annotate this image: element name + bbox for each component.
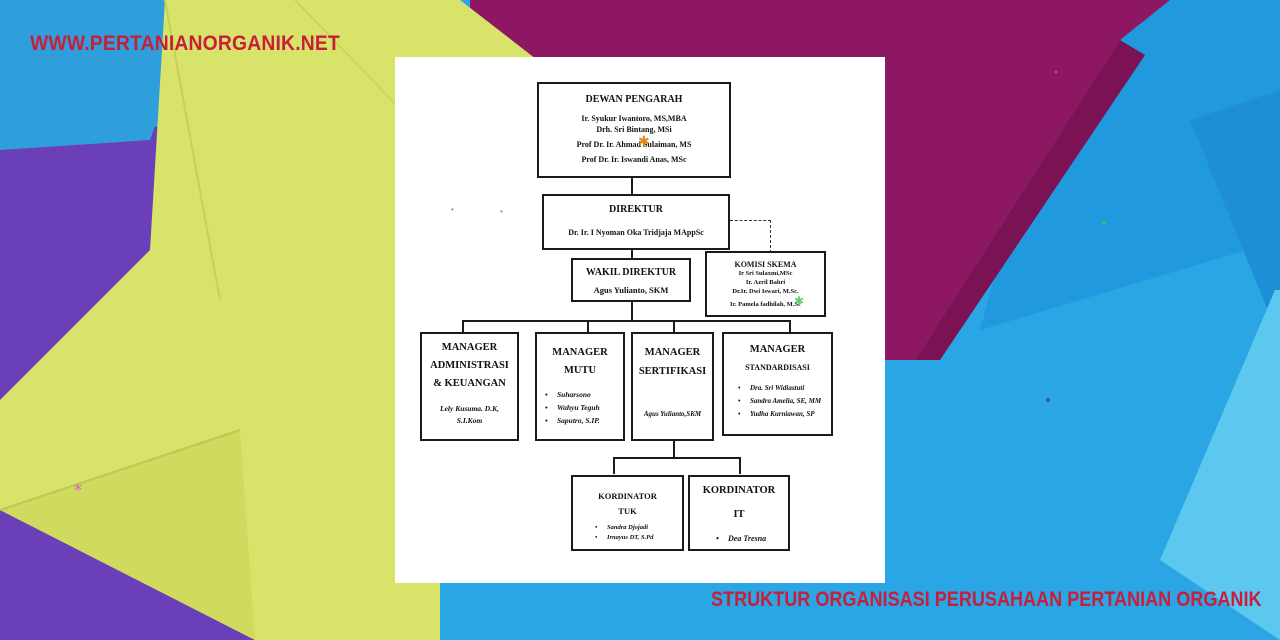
connector-line xyxy=(631,177,633,195)
dewan-member: Ir. Syukur Iwantoro, MS,MBA xyxy=(539,114,729,123)
dot-icon: • xyxy=(451,205,454,214)
connector-line xyxy=(631,301,633,320)
connector-line xyxy=(613,457,615,474)
admin-line2: ADMINISTRASI xyxy=(422,360,517,371)
komisi-title: KOMISI SKEMA xyxy=(707,260,824,269)
sparkle-icon: ✱ xyxy=(638,133,650,150)
direktur-box: DIREKTUR Dr. Ir. I Nyoman Oka Tridjaja M… xyxy=(542,194,730,250)
dashed-connector xyxy=(730,220,771,253)
wakil-name: Agus Yulianto, SKM xyxy=(573,285,689,295)
it-member-list: Dea Tresna xyxy=(716,533,766,545)
sertifikasi-name: Agus Yulianto,SKM xyxy=(633,410,712,418)
org-chart: DEWAN PENGARAH Ir. Syukur Iwantoro, MS,M… xyxy=(395,57,885,583)
dewan-member: Prof Dr. Ir. Iswandi Anas, MSc xyxy=(539,155,729,164)
mutu-member: Suharsono xyxy=(545,388,600,401)
mutu-member-list: Suharsono Wahyu Teguh Saputro, S.IP. xyxy=(545,388,600,427)
it-member: Dea Tresna xyxy=(716,533,766,545)
mutu-line1: MANAGER xyxy=(537,347,623,358)
dewan-pengarah-box: DEWAN PENGARAH Ir. Syukur Iwantoro, MS,M… xyxy=(537,82,731,178)
admin-line1: MANAGER xyxy=(422,342,517,353)
dewan-member: Prof Dr. Ir. Ahmad Sulaiman, MS xyxy=(539,140,729,149)
tuk-member: Irnayus DT, S.Pd xyxy=(595,533,653,543)
standardisasi-line2: STANDARDISASI xyxy=(724,363,831,372)
komisi-skema-box: KOMISI SKEMA Ir Sri Sulaxmi,MSc Ir. Azri… xyxy=(705,251,826,317)
dot-icon: • xyxy=(500,207,503,216)
standardisasi-line1: MANAGER xyxy=(724,344,831,355)
mutu-member: Wahyu Teguh xyxy=(545,401,600,414)
it-line2: IT xyxy=(690,509,788,520)
svg-text:*: * xyxy=(74,480,82,499)
dewan-title: DEWAN PENGARAH xyxy=(539,94,729,105)
manager-standardisasi-box: MANAGER STANDARDISASI Dra. Sri Widiastut… xyxy=(722,332,833,436)
wakil-title: WAKIL DIREKTUR xyxy=(573,267,689,278)
connector-line xyxy=(739,457,741,474)
mutu-member: Saputro, S.IP. xyxy=(545,414,600,427)
connector-line xyxy=(613,457,741,459)
direktur-name: Dr. Ir. I Nyoman Oka Tridjaja MAppSc xyxy=(544,228,728,237)
page-caption: STRUKTUR ORGANISASI PERUSAHAAN PERTANIAN… xyxy=(711,588,1262,612)
kordinator-tuk-box: KORDINATOR TUK Sandra Djojadi Irnayus DT… xyxy=(571,475,684,551)
kordinator-it-box: KORDINATOR IT Dea Tresna xyxy=(688,475,790,551)
komisi-member: Ir. Azril Bahri xyxy=(707,279,824,286)
mutu-line2: MUTU xyxy=(537,365,623,376)
standardisasi-member: Sandra Amelia, SE, MM xyxy=(738,395,821,408)
tuk-line1: KORDINATOR xyxy=(573,491,682,501)
manager-mutu-box: MANAGER MUTU Suharsono Wahyu Teguh Saput… xyxy=(535,332,625,441)
tuk-line2: TUK xyxy=(573,506,682,516)
standardisasi-member-list: Dra. Sri Widiastuti Sandra Amelia, SE, M… xyxy=(738,382,821,421)
sertifikasi-line2: SERTIFIKASI xyxy=(633,366,712,377)
dewan-member: Drh. Sri Bintang, MSi xyxy=(539,125,729,134)
admin-name: S.I.Kom xyxy=(422,416,517,425)
admin-line3: & KEUANGAN xyxy=(422,378,517,389)
admin-name: Lely Kusuma. D.K, xyxy=(422,404,517,413)
komisi-member: Dr.Ir. Dwi Iswari, M.Sc. xyxy=(707,288,824,295)
komisi-member: Ir. Pamela fadhilah, M.Sc xyxy=(707,301,824,308)
standardisasi-member: Yudha Kurniawan, SP xyxy=(738,408,821,421)
sertifikasi-line1: MANAGER xyxy=(633,347,712,358)
direktur-title: DIREKTUR xyxy=(544,204,728,215)
tuk-member-list: Sandra Djojadi Irnayus DT, S.Pd xyxy=(595,523,653,543)
tuk-member: Sandra Djojadi xyxy=(595,523,653,533)
site-url[interactable]: WWW.PERTANIANORGANIK.NET xyxy=(30,32,340,56)
standardisasi-member: Dra. Sri Widiastuti xyxy=(738,382,821,395)
manager-sertifikasi-box: MANAGER SERTIFIKASI Agus Yulianto,SKM xyxy=(631,332,714,441)
connector-line xyxy=(462,320,791,322)
connector-line xyxy=(673,440,675,457)
komisi-member: Ir Sri Sulaxmi,MSc xyxy=(707,270,824,277)
sparkle-icon: ✱ xyxy=(794,294,804,308)
wakil-direktur-box: WAKIL DIREKTUR Agus Yulianto, SKM xyxy=(571,258,691,302)
it-line1: KORDINATOR xyxy=(690,485,788,496)
manager-administrasi-box: MANAGER ADMINISTRASI & KEUANGAN Lely Kus… xyxy=(420,332,519,441)
